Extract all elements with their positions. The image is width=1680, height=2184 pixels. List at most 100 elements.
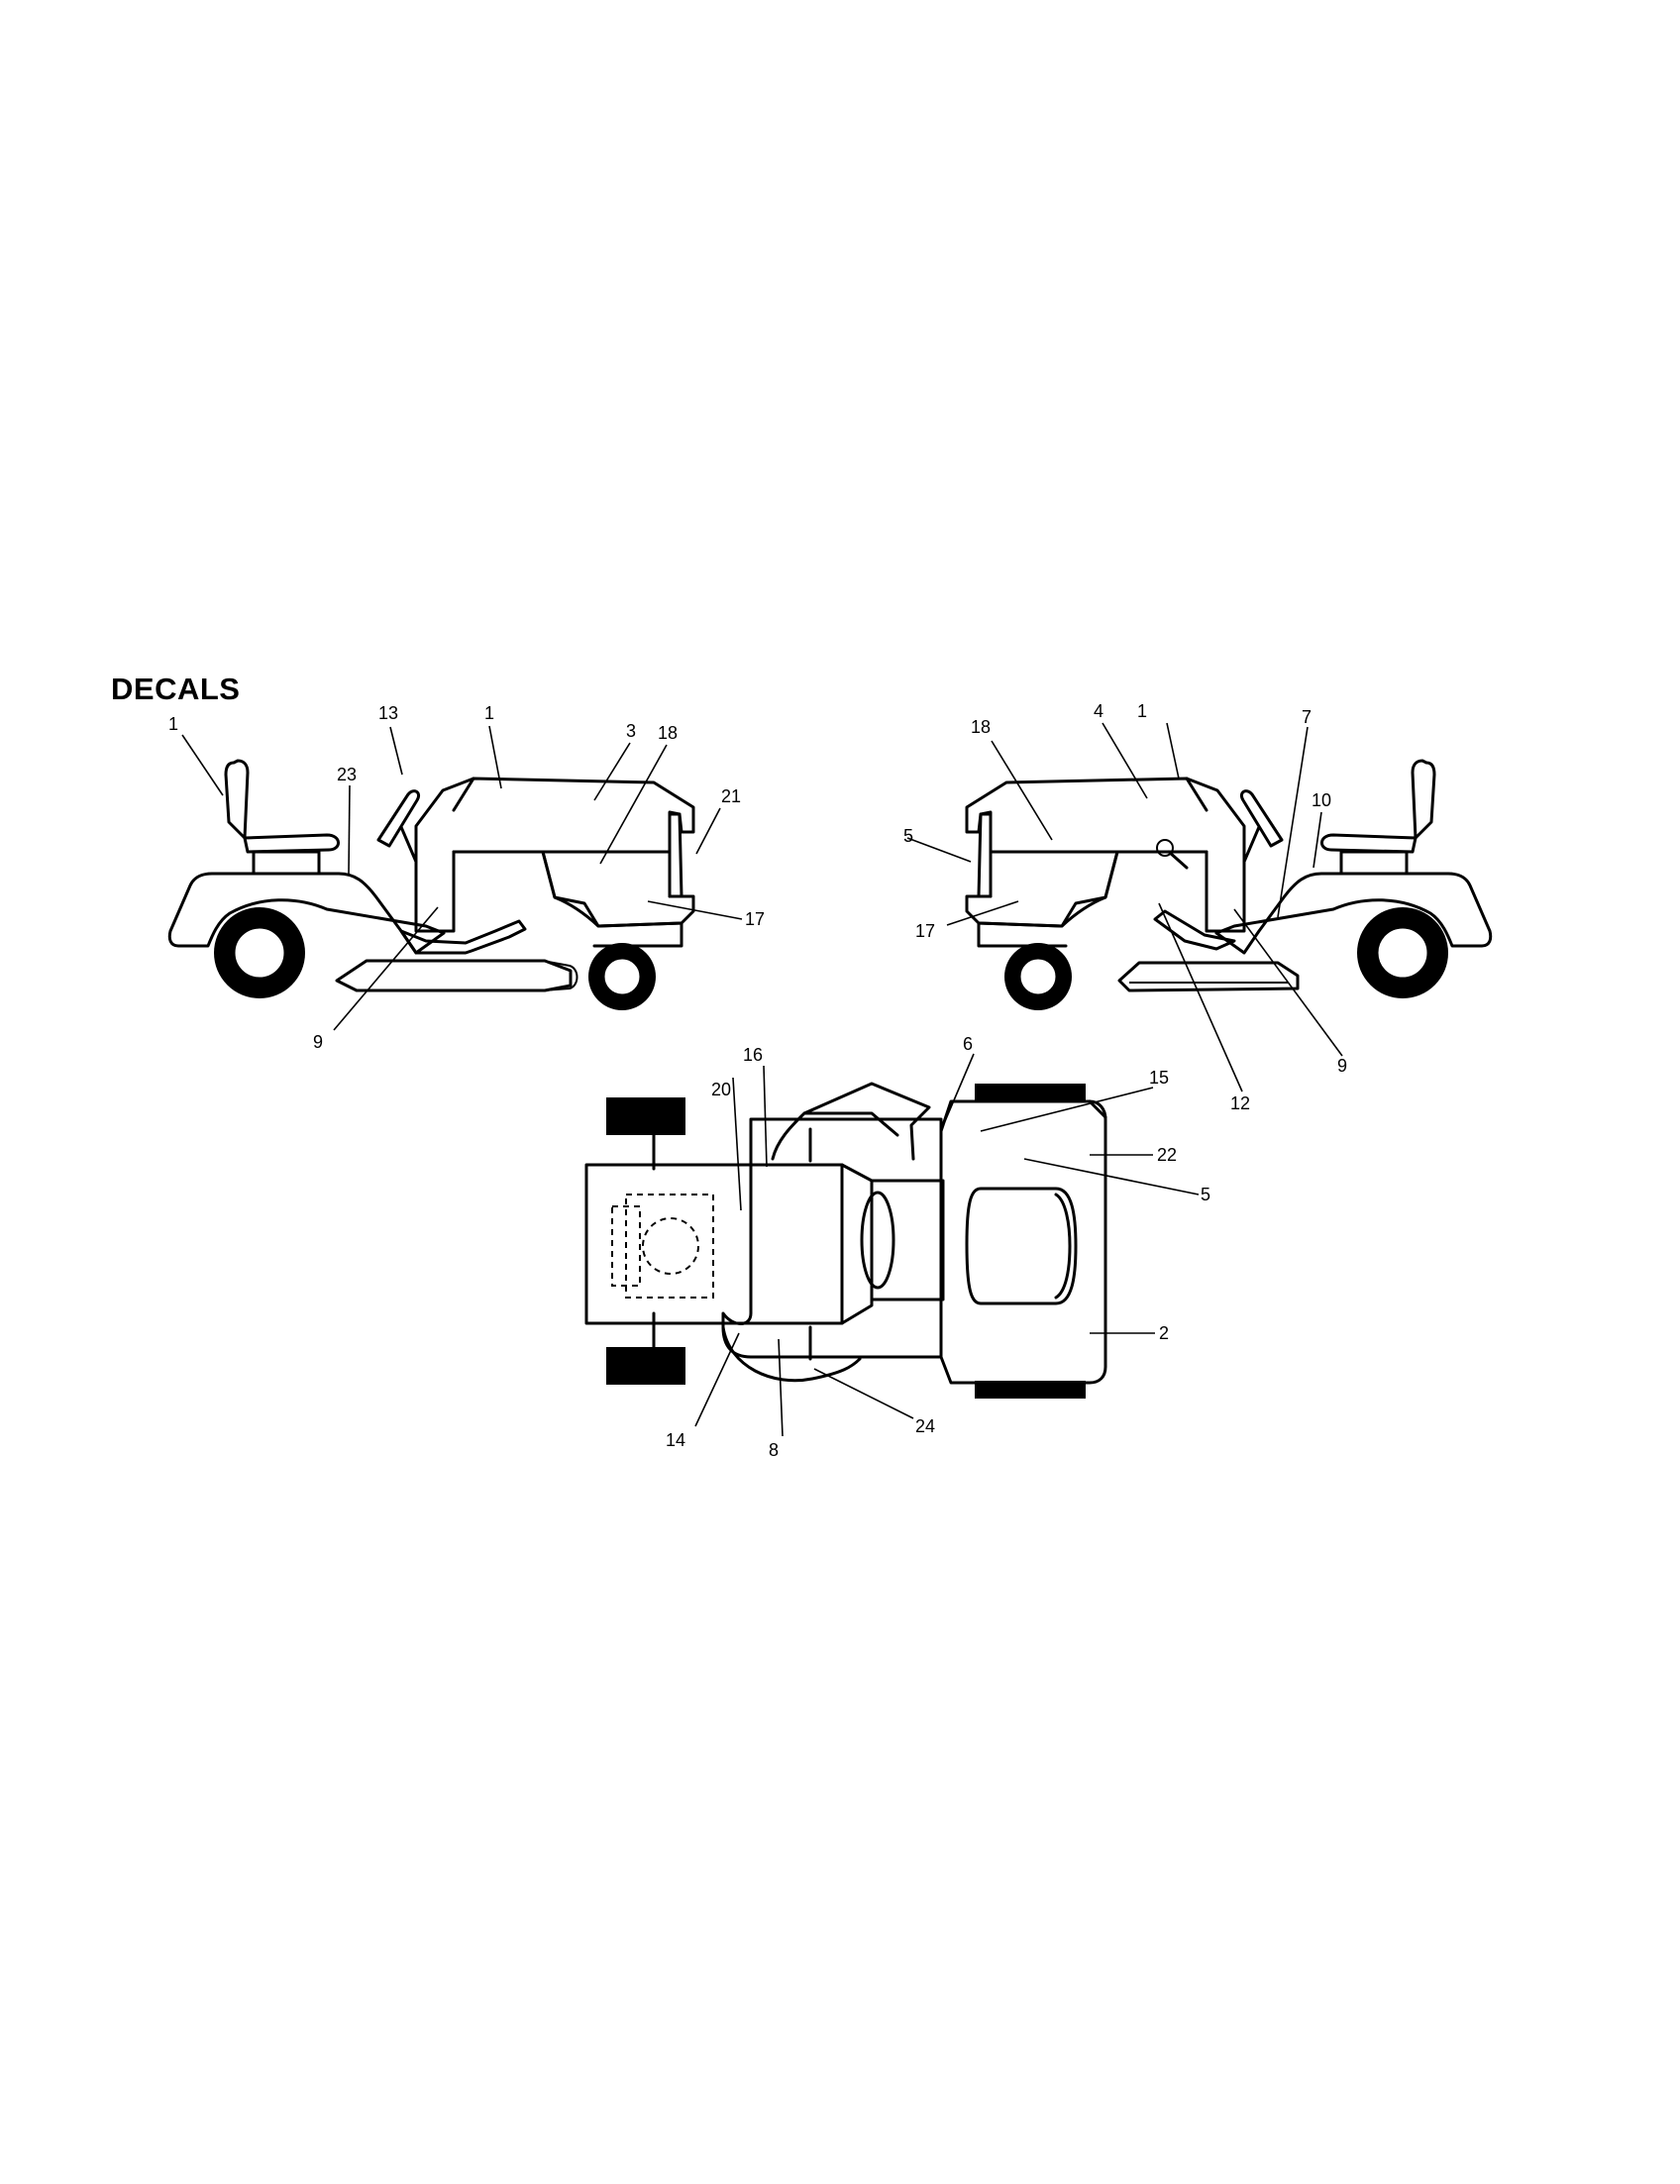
callout-21: 21 [721, 786, 741, 806]
chassis-left [541, 850, 683, 948]
seat-top [965, 1187, 1078, 1305]
engine-cover-outline [625, 1194, 714, 1299]
callout-3: 3 [626, 721, 636, 741]
callout-13: 13 [378, 703, 398, 723]
leader-line [778, 1338, 784, 1437]
leader-line [1158, 902, 1243, 1092]
leader-line [1166, 722, 1180, 780]
footrest-right [1153, 909, 1236, 951]
front-tire-top-left [606, 1097, 685, 1135]
callout-10: 10 [1312, 790, 1331, 810]
seat-mount-right [1339, 850, 1409, 876]
callout-14: 14 [666, 1430, 685, 1450]
front-hub-left [601, 956, 643, 997]
engine-flywheel-outline [642, 1217, 699, 1275]
callout-8: 8 [769, 1440, 779, 1460]
callout-16: 16 [743, 1045, 763, 1065]
leader-line [694, 1332, 740, 1427]
callout-18-left: 18 [658, 723, 678, 743]
leader-line [946, 900, 1019, 926]
seat-back-left [224, 759, 250, 840]
leader-line [488, 725, 502, 789]
chassis-right [977, 850, 1119, 948]
seat-base-right [1320, 833, 1418, 854]
hood-split-line-left [452, 777, 475, 812]
leader-line [813, 1368, 914, 1419]
hood-split-line-right [1185, 777, 1208, 812]
front-hub-right [1017, 956, 1059, 997]
callout-4: 4 [1094, 701, 1103, 721]
footrest-left [399, 919, 527, 955]
leader-line [944, 1053, 975, 1122]
callout-1-hood-right: 1 [1137, 701, 1147, 721]
callout-12: 12 [1230, 1093, 1250, 1113]
steering-top-inner [802, 1111, 899, 1137]
leader-line [593, 742, 631, 801]
leader-line [763, 1065, 768, 1168]
seat-mount-left [252, 850, 321, 876]
rear-tire-bottom [975, 1381, 1086, 1399]
leader-line [348, 784, 351, 875]
leader-line [599, 744, 668, 865]
leader-line [732, 1077, 742, 1211]
rear-fender-left [167, 872, 446, 955]
callout-5-top: 5 [1201, 1185, 1210, 1204]
leader-line [980, 1087, 1154, 1132]
steering-wheel-left [376, 789, 421, 848]
lift-knob-right [1156, 839, 1174, 857]
rear-fender-right [1214, 872, 1493, 955]
front-tire-bottom-left [606, 1347, 685, 1385]
callout-18-right: 18 [971, 717, 991, 737]
callout-22: 22 [1157, 1145, 1177, 1165]
callout-15: 15 [1149, 1068, 1169, 1088]
grille-right [977, 812, 993, 898]
callout-20: 20 [711, 1080, 731, 1099]
callout-labels: 1 13 1 3 18 23 21 17 9 18 4 1 7 10 5 17 … [168, 701, 1347, 1460]
leader-line [1102, 722, 1148, 799]
callout-17-right: 17 [915, 921, 935, 941]
rear-hub-left [232, 925, 287, 981]
leader-line [695, 807, 721, 855]
callout-7: 7 [1302, 707, 1312, 727]
diagram-title: DECALS [111, 672, 241, 706]
callout-24: 24 [915, 1416, 935, 1436]
steering-column-left [399, 825, 418, 864]
callout-23: 23 [337, 765, 357, 784]
callout-2: 2 [1159, 1323, 1169, 1343]
console-top [870, 1179, 945, 1301]
callout-6: 6 [963, 1034, 973, 1054]
mower-deck-left [335, 959, 573, 992]
right-side-view [965, 759, 1493, 1010]
leader-line [1233, 908, 1343, 1057]
callout-1-seat-left: 1 [168, 714, 178, 734]
fender-tab [1088, 1099, 1107, 1119]
leader-line [181, 734, 224, 796]
callout-9-left: 9 [313, 1032, 323, 1052]
leader-line [647, 900, 743, 920]
leader-line [1277, 726, 1309, 918]
leader-line [1023, 1158, 1200, 1196]
steering-wheel-right [1239, 789, 1284, 848]
top-view [584, 1082, 1107, 1399]
callout-9-right: 9 [1337, 1056, 1347, 1076]
leader-lines [181, 722, 1343, 1437]
callout-5-right: 5 [903, 826, 913, 846]
steering-top [771, 1082, 931, 1161]
leader-line [1312, 811, 1322, 869]
seat-back-right [1411, 759, 1436, 840]
steering-column-right [1242, 825, 1261, 864]
hood-top [584, 1163, 874, 1325]
chassis-top [721, 1117, 943, 1359]
callout-1-hood-left: 1 [484, 703, 494, 723]
deck-chute-left [542, 960, 578, 991]
mower-deck-right [1117, 961, 1300, 992]
seat-base-left [243, 833, 340, 854]
callout-17-left: 17 [745, 909, 765, 929]
left-side-view [167, 759, 695, 1010]
rear-tire-top [975, 1084, 1086, 1101]
lift-lever-right [1167, 850, 1189, 870]
grille-left [668, 812, 683, 898]
rear-hub-right [1375, 925, 1430, 981]
